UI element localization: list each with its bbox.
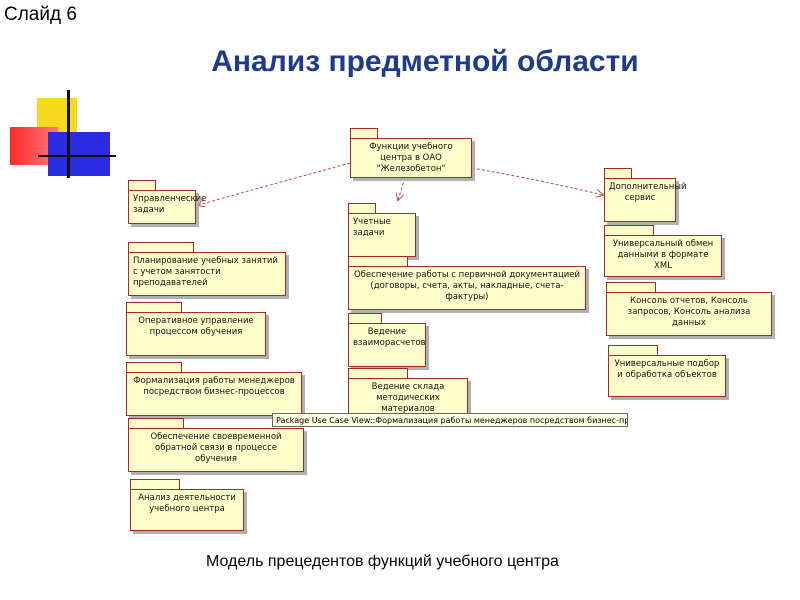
slide-title: Анализ предметной области [211,45,639,78]
package-extra-label: Дополнительный сервис [604,178,687,222]
package-acct-label: Учетные задачи [348,213,416,257]
decorative-logo [10,90,120,180]
logo-blue-square [48,132,110,176]
arrow-to-acct [398,177,406,200]
logo-horizontal-line [38,155,116,157]
arrow-to-mgmt [198,162,351,205]
package-mgmt-label: Управленческие задачи [128,190,206,224]
figure-caption: Модель прецедентов функций учебного цент… [206,553,559,570]
package-root-label: Функции учебного центра в ОАО "Железобет… [350,138,472,178]
package-tooltip: Package Use Case View::Формализация рабо… [272,413,628,427]
logo-vertical-line [67,90,70,178]
slide-label: Слайд 6 [4,4,77,25]
arrow-to-extra [471,167,603,195]
